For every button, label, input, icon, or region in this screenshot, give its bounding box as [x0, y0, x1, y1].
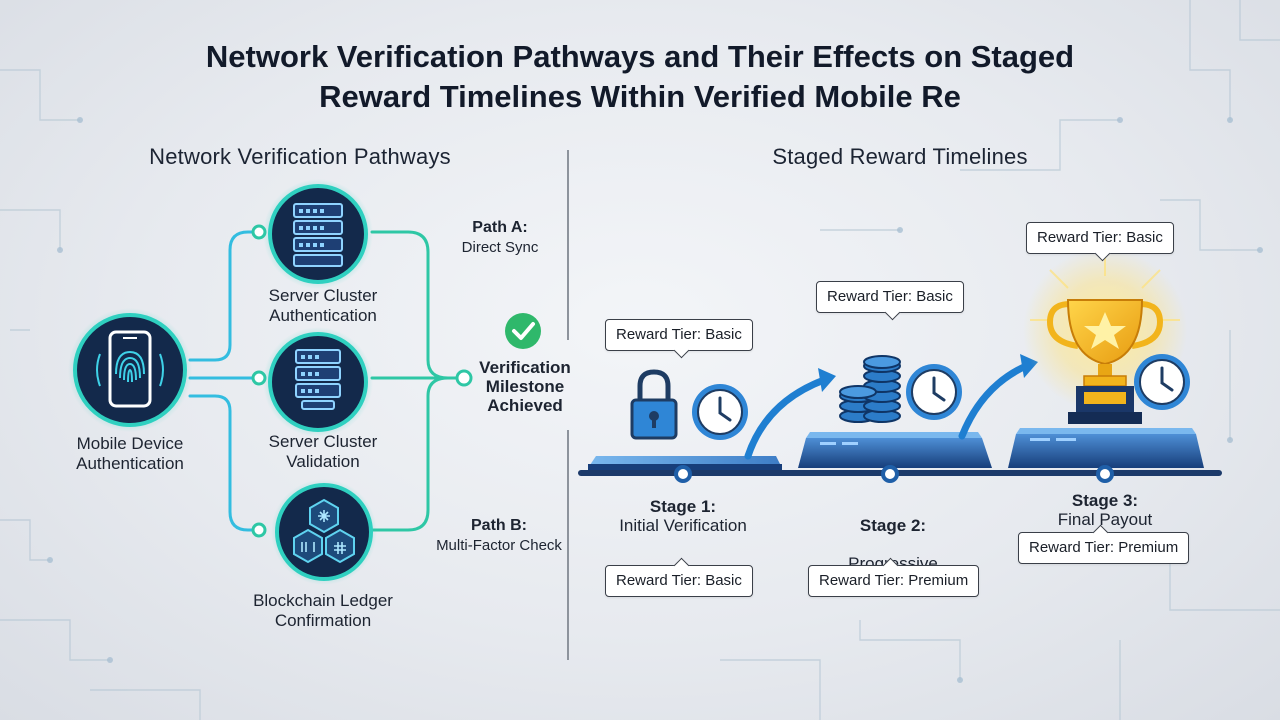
path-a-desc: Direct Sync: [461, 239, 539, 256]
stage3-title: Stage 3:: [1071, 491, 1139, 510]
left-section-heading: Network Verification Pathways: [149, 144, 451, 169]
stage3-tier-below-text: Reward Tier: Premium: [1029, 539, 1179, 556]
stage1-label: Stage 1: Initial Verification: [598, 497, 768, 535]
stage1-title: Stage 1:: [649, 497, 717, 516]
stage1-node: [674, 465, 692, 483]
blockchain-label: Blockchain Ledger Confirmation: [253, 591, 393, 630]
server-validation-label: Server Cluster Validation: [268, 432, 378, 471]
reward-timeline-graphic: [578, 246, 1222, 483]
stage2-tier-above-text: Reward Tier: Basic: [827, 288, 953, 305]
stage2-platform: [798, 432, 992, 468]
coin-stack-icon: [839, 355, 901, 423]
stage1-tier-above-text: Reward Tier: Basic: [616, 326, 742, 343]
stage3-desc: Final Payout: [1057, 510, 1153, 529]
arrow-stage2-to-3: [958, 362, 1030, 440]
junction-dot-bottom: [251, 522, 267, 538]
server-validation-icon: [263, 327, 373, 437]
arrow-stage1-to-2: [744, 376, 828, 460]
mobile-device-label: Mobile Device Authentication: [76, 434, 184, 473]
path-b-desc: Multi-Factor Check: [436, 537, 562, 554]
stage2-tier-above: Reward Tier: Basic: [816, 281, 964, 321]
section-divider-top: [567, 150, 569, 340]
clock-icon-stage2: [906, 364, 962, 420]
milestone-label: Verification Milestone Achieved: [479, 358, 571, 415]
section-divider-bottom: [567, 430, 569, 660]
stage2-tier-below: Reward Tier: Premium: [808, 557, 980, 597]
stage3-platform: [1008, 428, 1204, 468]
path-b-label: Path B: Multi-Factor Check: [424, 516, 574, 556]
path-b-title: Path B:: [471, 517, 527, 534]
padlock-icon: [630, 369, 678, 440]
fingerprint-phone-icon: [68, 308, 192, 432]
clock-icon-stage3: [1134, 354, 1190, 410]
stage2-node: [881, 465, 899, 483]
stage1-tier-below: Reward Tier: Basic: [605, 557, 753, 597]
stage3-label: Stage 3: Final Payout: [1020, 491, 1190, 529]
server-rack-icon: [263, 179, 373, 289]
stage3-node: [1096, 465, 1114, 483]
server-auth-label: Server Cluster Authentication: [268, 286, 378, 325]
check-circle-icon: [505, 313, 541, 349]
stage3-tier-above-text: Reward Tier: Basic: [1037, 229, 1163, 246]
stage1-tier-below-text: Reward Tier: Basic: [616, 572, 742, 589]
stage2-title: Stage 2:: [859, 516, 927, 535]
timeline-axis: [578, 470, 1222, 476]
page-title-line1: Network Verification Pathways and Their …: [205, 39, 1075, 74]
clock-icon-stage1: [692, 384, 748, 440]
stage1-desc: Initial Verification: [619, 516, 747, 535]
path-a-title: Path A:: [472, 219, 528, 236]
stage3-tier-above: Reward Tier: Basic: [1026, 222, 1174, 262]
right-section-heading: Staged Reward Timelines: [772, 144, 1028, 169]
stage1-tier-above: Reward Tier: Basic: [605, 319, 753, 359]
blockchain-hexagon-icon: [271, 479, 377, 585]
stage3-tier-below: Reward Tier: Premium: [1018, 524, 1190, 564]
path-a-label: Path A: Direct Sync: [440, 218, 560, 258]
stage2-tier-below-text: Reward Tier: Premium: [819, 572, 969, 589]
arrow-head-1: [818, 368, 836, 392]
junction-dot-milestone: [455, 369, 473, 387]
page-title-line2: Reward Timelines Within Verified Mobile …: [319, 79, 961, 114]
